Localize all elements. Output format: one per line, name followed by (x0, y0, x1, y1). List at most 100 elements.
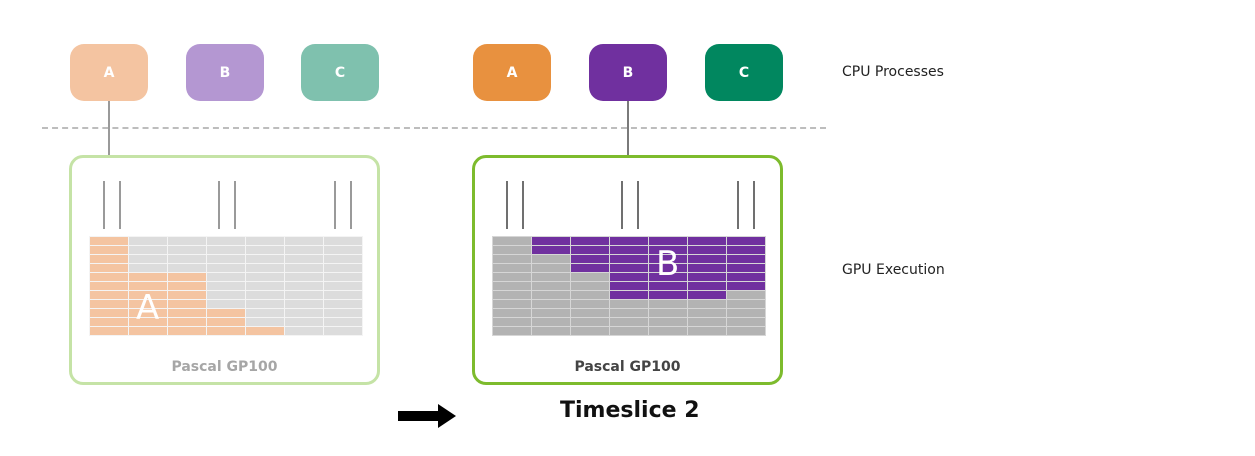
sm-cell (168, 246, 206, 254)
sm-cell (610, 327, 648, 335)
sm-cell (90, 237, 128, 245)
gpu-panel-left: A Pascal GP100 (69, 155, 380, 385)
sm-cell (285, 318, 323, 326)
sm-cell (207, 246, 245, 254)
sm-cell (129, 246, 167, 254)
sm-cell (532, 273, 570, 281)
gpu-title-left: Pascal GP100 (171, 359, 278, 375)
process-right-a: A (473, 44, 551, 101)
sm-cell (493, 318, 531, 326)
sm-cell (688, 282, 726, 290)
sm-cell (649, 309, 687, 317)
cpu-processes-label: CPU Processes (842, 64, 944, 80)
sm-cell (688, 255, 726, 263)
sm-cell (571, 318, 609, 326)
sm-cell (649, 264, 687, 272)
sm-cell (532, 237, 570, 245)
sm-cell (610, 246, 648, 254)
sm-cell (129, 264, 167, 272)
process-left-a: A (70, 44, 148, 101)
sm-cell (129, 255, 167, 263)
sm-cell (90, 264, 128, 272)
sm-cell (688, 309, 726, 317)
sm-cell (324, 318, 362, 326)
sm-cell (727, 327, 765, 335)
sm-cell (571, 273, 609, 281)
sm-cell (90, 309, 128, 317)
sm-cell (129, 237, 167, 245)
sm-cell (532, 291, 570, 299)
sm-cell (493, 255, 531, 263)
sm-cell (688, 327, 726, 335)
grid-letter-b: B (656, 244, 680, 284)
sm-cell (649, 246, 687, 254)
divider-left (42, 127, 420, 129)
sm-cell (246, 264, 284, 272)
sm-cell (649, 255, 687, 263)
sm-cell (207, 300, 245, 308)
sm-cell (610, 291, 648, 299)
sm-cell (688, 318, 726, 326)
sm-cell (649, 318, 687, 326)
process-right-b: B (589, 44, 667, 101)
gpu-execution-label: GPU Execution (842, 262, 945, 278)
sm-cell (532, 300, 570, 308)
sm-cell (493, 273, 531, 281)
sm-cell (324, 282, 362, 290)
sm-cell (285, 237, 323, 245)
sm-cell (168, 273, 206, 281)
sm-cell (324, 273, 362, 281)
sm-cell (688, 273, 726, 281)
sm-cell (285, 255, 323, 263)
sm-cell (207, 327, 245, 335)
sm-cell (246, 237, 284, 245)
sm-cell (90, 291, 128, 299)
sm-cell (571, 255, 609, 263)
sm-cell (610, 264, 648, 272)
sm-cell (727, 255, 765, 263)
sm-cell (207, 282, 245, 290)
sm-grid-left (89, 236, 363, 336)
sm-cell (168, 264, 206, 272)
sm-cell (90, 282, 128, 290)
sm-cell (571, 300, 609, 308)
sm-cell (246, 273, 284, 281)
grid-letter-a: A (136, 288, 160, 328)
sm-cell (571, 282, 609, 290)
sm-cell (571, 264, 609, 272)
sm-grid-right (492, 236, 766, 336)
sm-cell (246, 327, 284, 335)
sm-cell (688, 300, 726, 308)
sm-cell (727, 300, 765, 308)
sm-cell (285, 309, 323, 317)
sm-cell (90, 318, 128, 326)
sm-cell (532, 282, 570, 290)
sm-cell (493, 291, 531, 299)
sm-cell (246, 318, 284, 326)
sm-cell (324, 327, 362, 335)
sm-cell (610, 282, 648, 290)
sm-cell (90, 327, 128, 335)
sm-cell (168, 291, 206, 299)
sm-cell (129, 282, 167, 290)
sm-cell (610, 237, 648, 245)
sm-cell (649, 291, 687, 299)
sm-cell (168, 327, 206, 335)
sm-cell (649, 273, 687, 281)
sm-cell (727, 318, 765, 326)
sm-cell (285, 246, 323, 254)
sm-cell (727, 291, 765, 299)
sm-cell (532, 255, 570, 263)
sm-cell (571, 291, 609, 299)
gpu-panel-right: B Pascal GP100 (472, 155, 783, 385)
gpu-title-right: Pascal GP100 (574, 359, 681, 375)
sm-cell (727, 237, 765, 245)
sm-cell (649, 282, 687, 290)
sm-cell (610, 255, 648, 263)
sm-cell (90, 255, 128, 263)
sm-cell (727, 264, 765, 272)
sm-cell (168, 237, 206, 245)
sm-cell (493, 246, 531, 254)
sm-cell (324, 264, 362, 272)
sm-cell (727, 273, 765, 281)
